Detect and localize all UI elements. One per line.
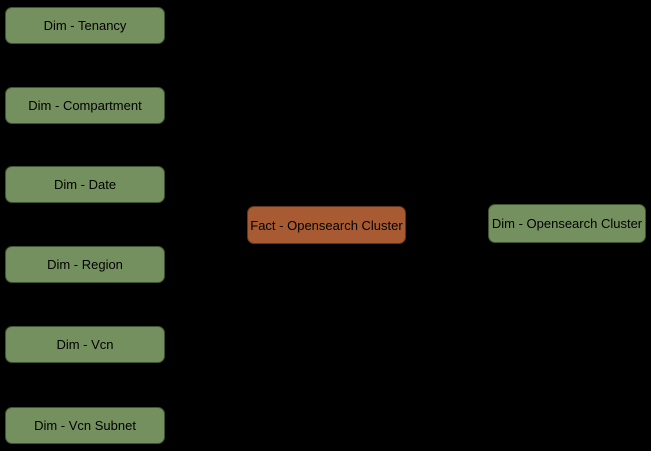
- node-label: Fact - Opensearch Cluster: [250, 217, 403, 233]
- node-dim-vcn-subnet: Dim - Vcn Subnet: [5, 407, 165, 444]
- node-label: Dim - Compartment: [28, 98, 142, 113]
- node-dim-tenancy: Dim - Tenancy: [5, 7, 165, 44]
- node-dim-date: Dim - Date: [5, 166, 165, 203]
- node-dim-compartment: Dim - Compartment: [5, 87, 165, 124]
- node-label: Dim - Region: [47, 257, 123, 272]
- node-label: Dim - Opensearch Cluster: [491, 216, 643, 231]
- node-label: Dim - Vcn: [56, 337, 114, 352]
- node-label: Dim - Tenancy: [43, 18, 127, 33]
- node-label: Dim - Vcn Subnet: [34, 418, 136, 433]
- node-dim-region: Dim - Region: [5, 246, 165, 283]
- node-label: Dim - Date: [53, 177, 117, 192]
- node-fact-opensearch-cluster: Fact - Opensearch Cluster: [247, 206, 406, 244]
- node-dim-vcn: Dim - Vcn: [5, 326, 165, 363]
- node-dim-opensearch-cluster: Dim - Opensearch Cluster: [488, 204, 646, 243]
